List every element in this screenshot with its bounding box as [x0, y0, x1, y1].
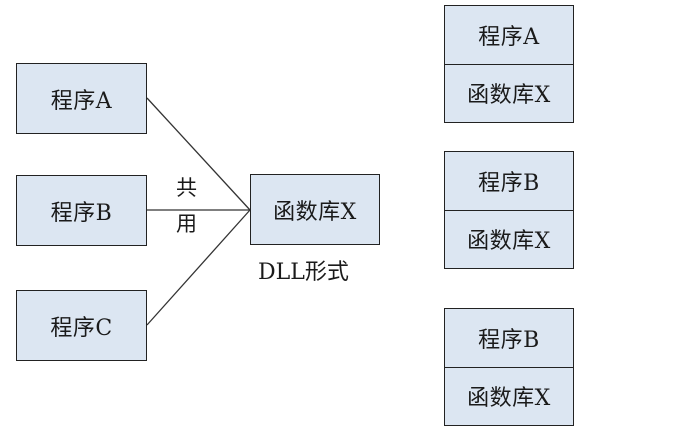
static-library-label: 函数库X	[445, 63, 573, 123]
static-program-label: 程序A	[478, 24, 540, 50]
connector-c	[146, 209, 251, 326]
program-a-box: 程序A	[16, 63, 147, 134]
shared-label-top: 共	[176, 176, 197, 200]
static-program-label: 程序B	[478, 327, 540, 353]
static-library-label: 函数库X	[445, 209, 573, 269]
static-stack-2: 程序B 函数库X	[444, 151, 574, 269]
static-stack-1: 程序A 函数库X	[444, 5, 574, 123]
library-x-box: 函数库X	[250, 174, 380, 245]
program-c-box: 程序C	[16, 290, 147, 361]
static-program-label: 程序B	[478, 170, 540, 196]
program-b-box: 程序B	[16, 175, 147, 246]
static-stack-3: 程序B 函数库X	[444, 308, 574, 426]
static-library-label: 函数库X	[445, 366, 573, 426]
connector-a	[146, 97, 251, 211]
shared-label-bottom: 用	[176, 212, 197, 236]
dll-caption: DLL形式	[258, 260, 349, 285]
